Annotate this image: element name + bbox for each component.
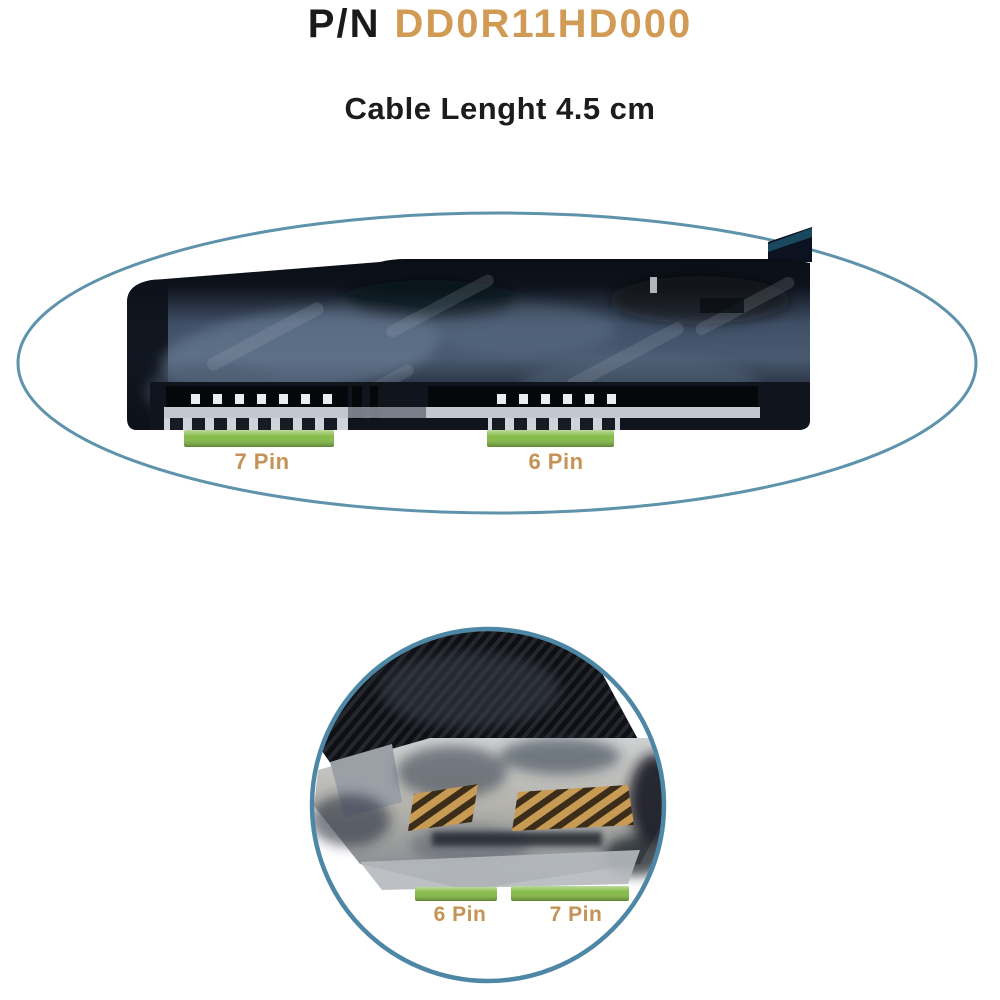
main-7pin-label: 7 Pin xyxy=(234,449,290,474)
inset-7pin-label: 7 Pin xyxy=(549,903,603,926)
inset-circle-outline xyxy=(309,626,667,984)
inset-pcb-strip-7pin xyxy=(511,886,629,901)
main-6pin-label: 6 Pin xyxy=(528,449,584,474)
inset-6pin-label: 6 Pin xyxy=(433,903,487,926)
pin-zone xyxy=(150,382,810,430)
pin-contacts-7 xyxy=(191,394,332,404)
cable-length-subtitle: Cable Lenght 4.5 cm xyxy=(344,91,656,126)
page-title: P/N DD0R11HD000 xyxy=(0,2,1000,47)
part-number-value: DD0R11HD000 xyxy=(394,2,693,46)
pin-contacts-6 xyxy=(497,394,616,404)
pcb-strip-6pin xyxy=(487,430,614,447)
inset-photo xyxy=(309,626,667,984)
inset-gold-pins-7 xyxy=(512,785,634,831)
inset-pcb-strip-6pin xyxy=(415,887,497,901)
top-white-tick xyxy=(650,277,657,293)
inset-gold-pins-6 xyxy=(408,784,478,831)
part-number-label: P/N xyxy=(307,2,381,46)
cable-exit-tab xyxy=(768,227,812,262)
top-notch xyxy=(700,298,744,313)
pcb-strip-7pin xyxy=(184,430,334,447)
main-ellipse-outline xyxy=(16,211,978,515)
connector-photo-main xyxy=(127,227,812,447)
inset-metal-body xyxy=(314,738,662,890)
